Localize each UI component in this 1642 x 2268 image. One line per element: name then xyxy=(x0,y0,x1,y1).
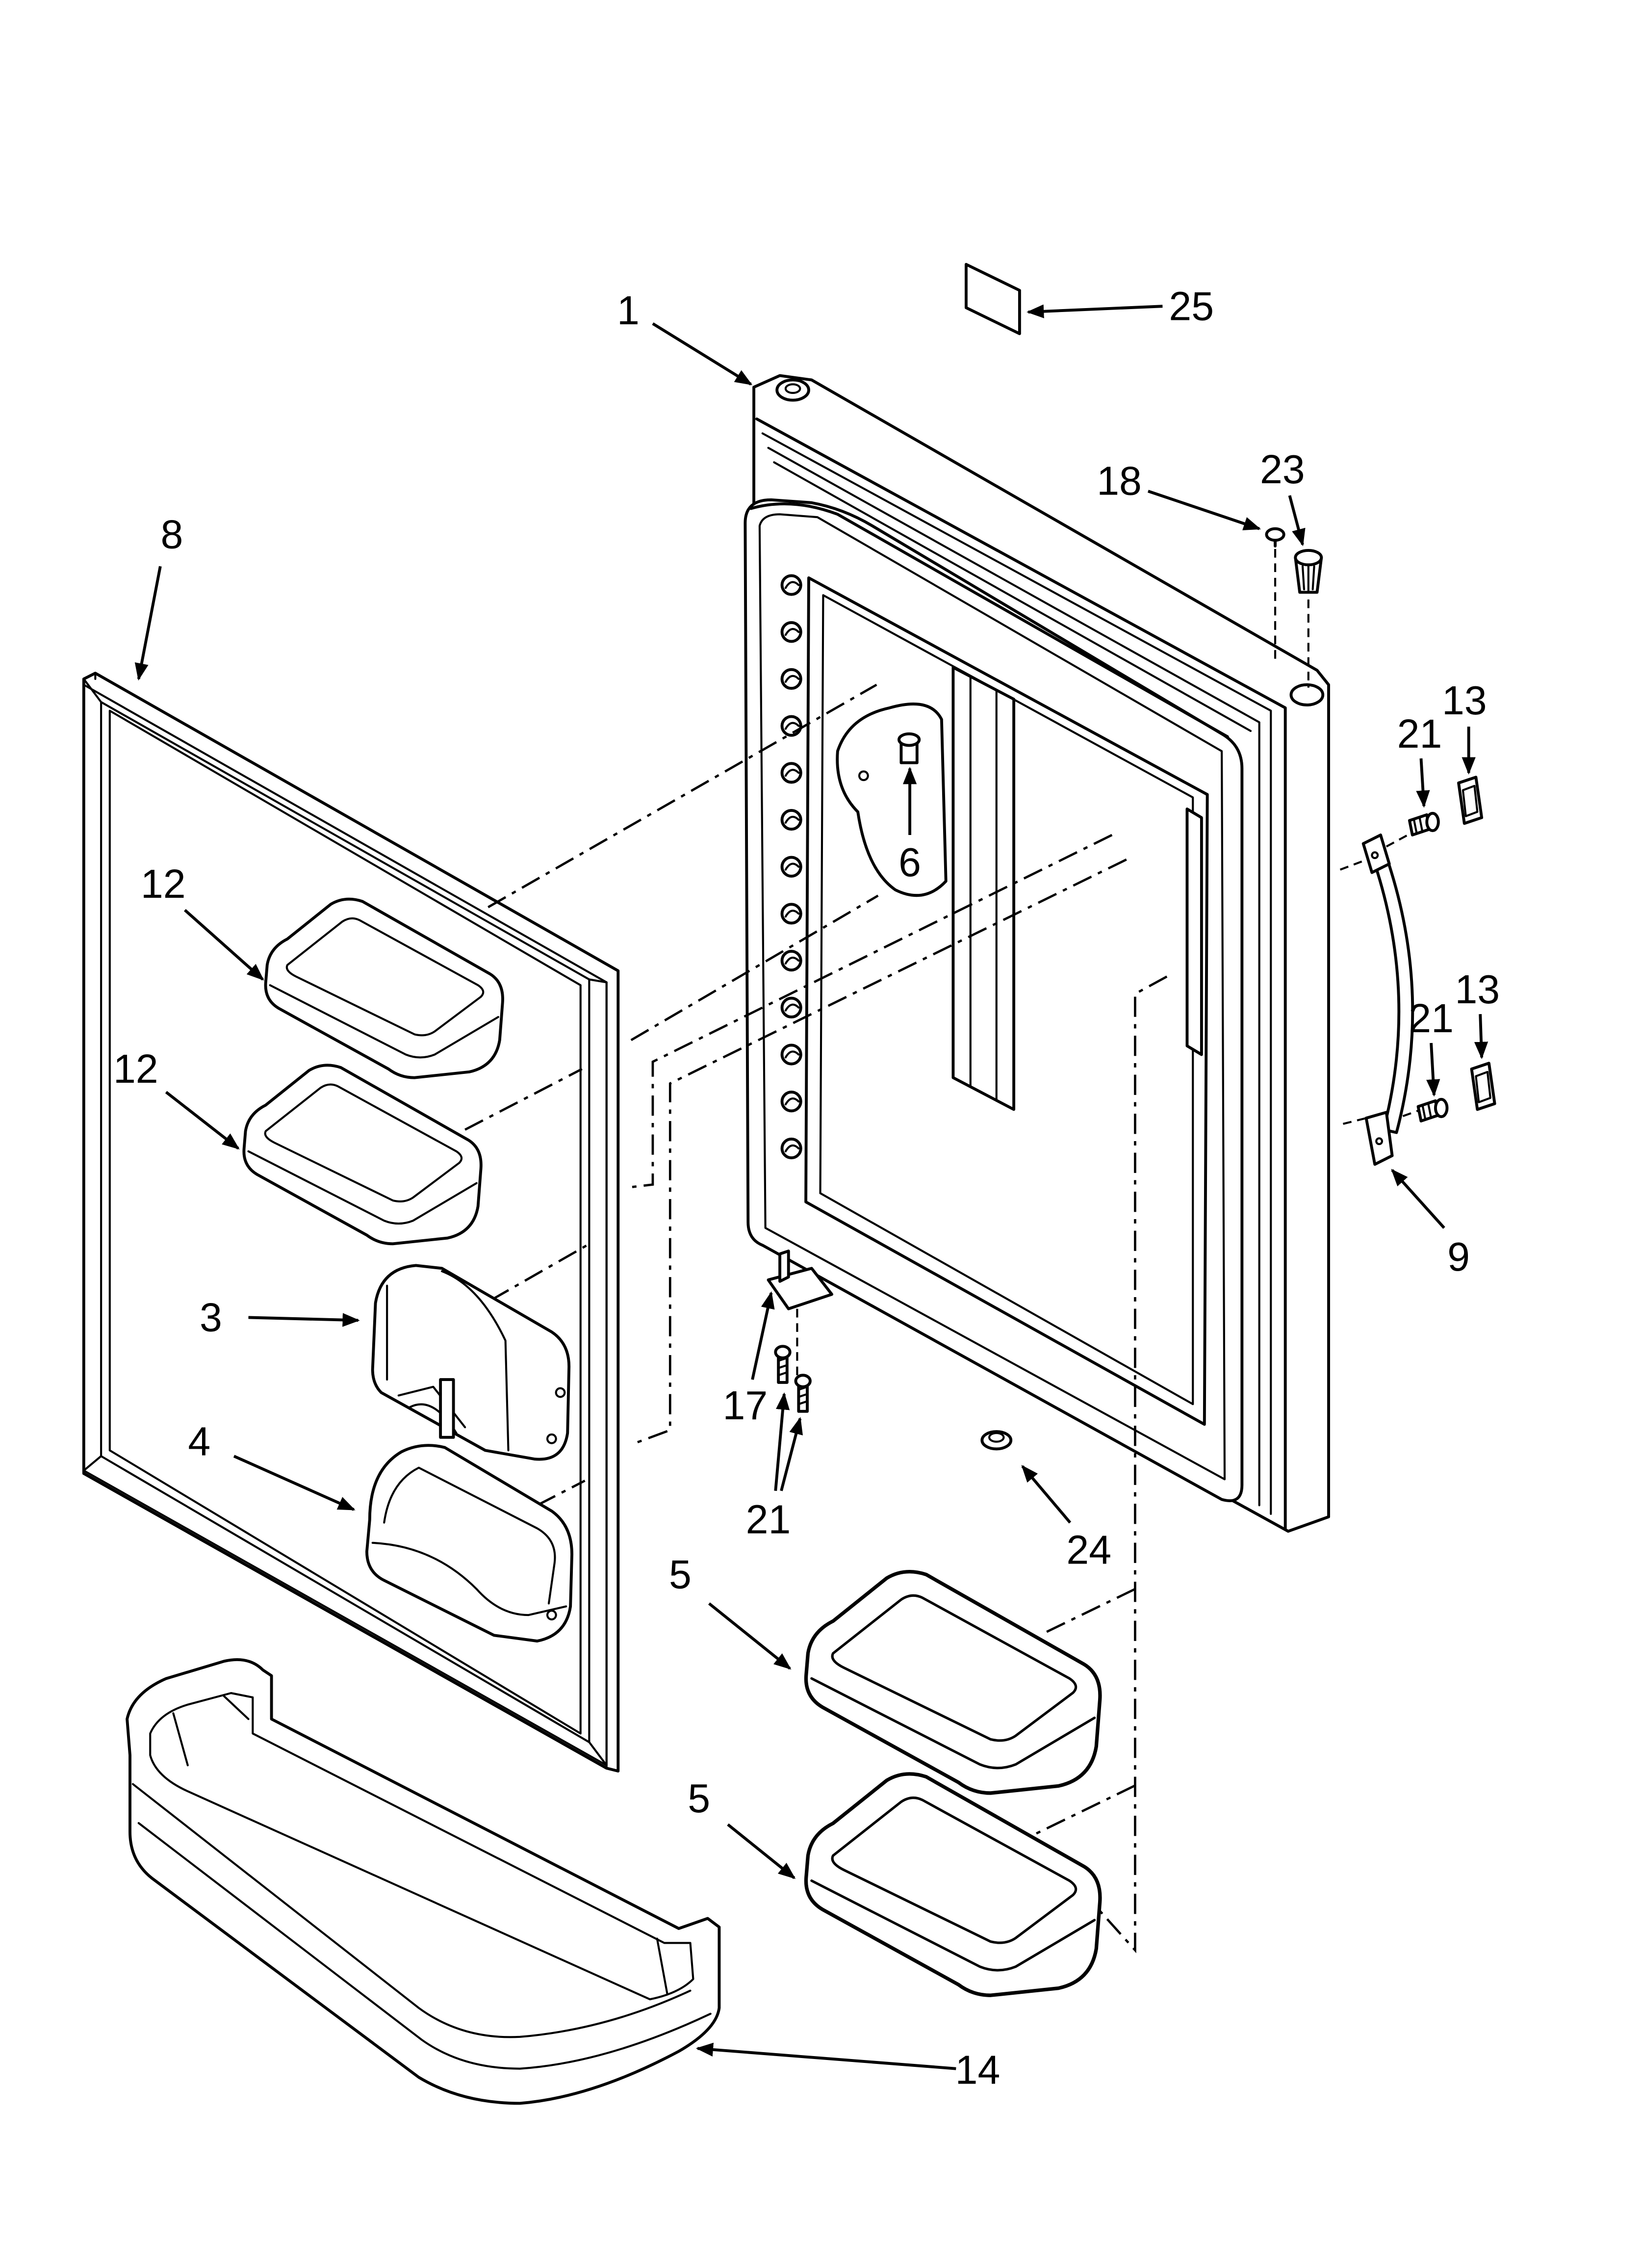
callout-13-lower: 13 xyxy=(1455,967,1500,1012)
part-23-hinge-bushing xyxy=(1294,548,1323,594)
leader-arrow-21-bracket-a xyxy=(774,1392,790,1491)
part-14-long-door-bin xyxy=(126,1658,721,2105)
hinge-hole-top xyxy=(775,378,810,402)
callout-23: 23 xyxy=(1260,447,1305,492)
callout-17: 17 xyxy=(723,1383,768,1428)
callout-21-lower: 21 xyxy=(1409,996,1454,1041)
callout-9: 9 xyxy=(1447,1234,1470,1279)
callout-24: 24 xyxy=(1066,1528,1111,1573)
callout-21-upper: 21 xyxy=(1397,711,1442,756)
callout-4: 4 xyxy=(188,1419,210,1464)
part-17-bracket xyxy=(767,1250,834,1310)
leader-arrow-21-lower xyxy=(1426,1043,1440,1097)
leader-arrow-1 xyxy=(652,322,753,386)
part-4-bin-cover xyxy=(365,1444,574,1642)
part-13-handle-clip-upper xyxy=(1457,776,1484,825)
callout-13-upper: 13 xyxy=(1442,678,1487,723)
door-liner-center-channel xyxy=(951,666,1016,1111)
part-5-door-bin-lower xyxy=(804,1772,1102,1997)
leader-arrow-18 xyxy=(1148,490,1261,530)
callout-6: 6 xyxy=(898,840,921,885)
leader-arrow-8 xyxy=(134,566,162,681)
callout-25: 25 xyxy=(1169,284,1214,329)
part-13-handle-clip-lower xyxy=(1470,1062,1496,1111)
part-12-door-bin-upper xyxy=(264,897,504,1079)
part-5-door-bin-upper xyxy=(804,1569,1102,1795)
part-3-dispenser xyxy=(371,1264,571,1461)
leader-arrow-4 xyxy=(233,1455,356,1511)
callout-3: 3 xyxy=(200,1295,222,1340)
leader-arrow-5-upper xyxy=(708,1602,792,1670)
leader-arrow-12-upper xyxy=(183,909,264,981)
leader-arrow-17 xyxy=(751,1291,775,1380)
leader-arrow-24 xyxy=(1021,1465,1072,1524)
leader-arrow-23 xyxy=(1288,495,1306,547)
leader-arrow-14 xyxy=(695,2042,956,2070)
leader-arrow-13-lower xyxy=(1474,1014,1488,1059)
part-12-door-bin-lower xyxy=(242,1064,483,1246)
leader-arrow-21-upper xyxy=(1416,758,1430,808)
part-24-grommet xyxy=(980,1430,1013,1451)
leader-arrow-25 xyxy=(1026,304,1163,318)
callout-12-upper: 12 xyxy=(141,861,186,907)
callout-1: 1 xyxy=(617,288,640,333)
door-shelf-stop-bumps xyxy=(780,574,802,1160)
part-6-stud-plate xyxy=(836,703,948,897)
part-21-screw-upper xyxy=(1408,811,1440,836)
leader-arrow-12-lower xyxy=(165,1091,240,1150)
leader-arrow-9 xyxy=(1391,1169,1445,1229)
part-21-screw-bracket-b xyxy=(794,1374,812,1413)
leader-arrow-5-lower xyxy=(727,1823,796,1879)
callout-5-upper: 5 xyxy=(669,1552,692,1597)
part-18-hinge-cap xyxy=(1265,527,1285,547)
leader-arrow-21-bracket-b xyxy=(780,1417,803,1491)
leader-arrow-3 xyxy=(248,1313,360,1327)
part-21-screw-bracket-a xyxy=(774,1345,792,1384)
part-9-door-handle xyxy=(1361,834,1414,1166)
callout-12-lower: 12 xyxy=(113,1046,158,1092)
callout-21-bracket: 21 xyxy=(746,1497,791,1542)
hinge-hole-right xyxy=(1289,683,1325,706)
part-21-screw-lower xyxy=(1416,1097,1449,1122)
callout-5-lower: 5 xyxy=(688,1776,710,1821)
callout-8: 8 xyxy=(160,512,183,557)
callout-18: 18 xyxy=(1097,459,1142,504)
callout-14: 14 xyxy=(955,2048,1001,2093)
callout-labels: 25 1 18 23 8 13 21 12 6 12 13 21 9 3 17 … xyxy=(113,284,1500,2092)
part-25-label-plate xyxy=(964,262,1021,336)
leader-arrows xyxy=(134,304,1488,2070)
door-liner-side-rail xyxy=(1185,808,1203,1056)
